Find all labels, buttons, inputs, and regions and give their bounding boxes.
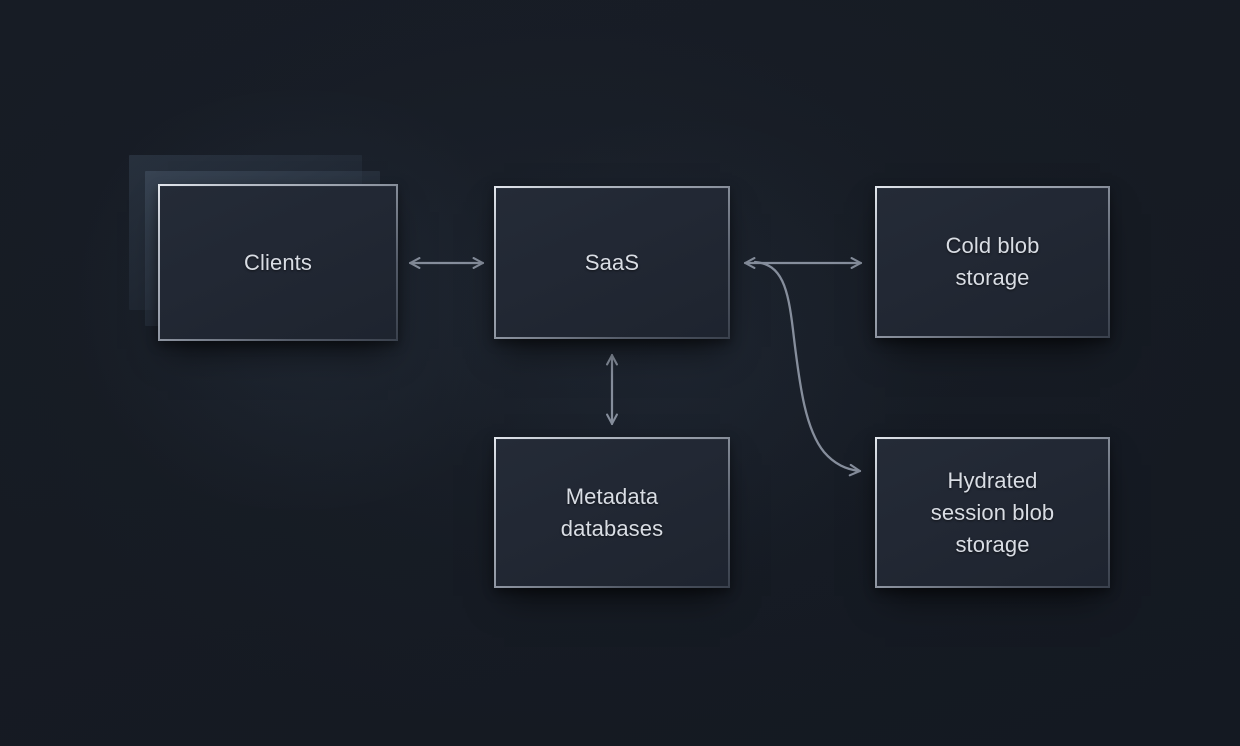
node-metadata-databases-label: Metadata databases — [560, 483, 664, 541]
node-metadata-databases[interactable]: Metadata databases — [494, 437, 730, 588]
node-hydrated-session-blob-storage[interactable]: Hydrated session blob storage — [875, 437, 1110, 588]
node-saas[interactable]: SaaS — [494, 186, 730, 339]
node-saas-label: SaaS — [584, 249, 640, 275]
node-cold-blob-storage[interactable]: Cold blob storage — [875, 186, 1110, 338]
node-hydrated-session-blob-storage-label: Hydrated session blob storage — [930, 467, 1055, 557]
node-clients[interactable]: Clients — [158, 184, 398, 341]
node-cold-blob-storage-label: Cold blob storage — [945, 233, 1040, 290]
edge-saas-hydrated-session-blob-storage — [753, 260, 862, 477]
node-clients-label: Clients — [244, 249, 312, 275]
